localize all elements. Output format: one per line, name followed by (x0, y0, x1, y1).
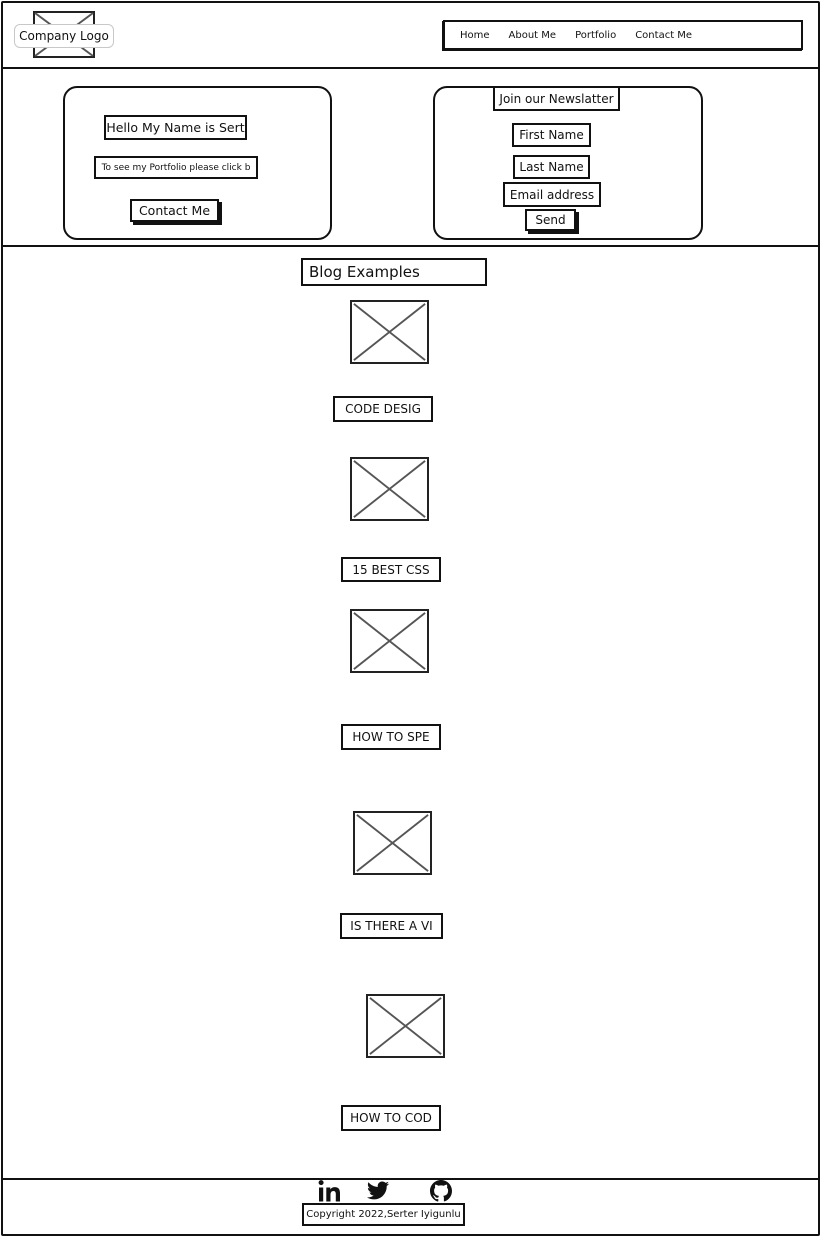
header-divider (1, 67, 820, 69)
image-placeholder-icon (369, 997, 442, 1055)
intro-panel (63, 86, 332, 240)
blog-post-image[interactable] (350, 300, 429, 364)
send-button[interactable]: Send (525, 209, 576, 231)
main-nav: Home About Me Portfolio Contact Me (443, 20, 803, 50)
linkedin-icon[interactable] (317, 1179, 343, 1203)
blog-post-title[interactable]: CODE DESIG (333, 396, 433, 422)
contact-me-button[interactable]: Contact Me (130, 199, 219, 222)
nav-home[interactable]: Home (460, 29, 490, 41)
twitter-icon[interactable] (365, 1179, 391, 1203)
blog-post-title[interactable]: HOW TO SPE (341, 724, 441, 750)
last-name-field[interactable]: Last Name (513, 155, 590, 179)
blog-post-image[interactable] (366, 994, 445, 1058)
company-logo-label: Company Logo (14, 24, 114, 48)
newsletter-title: Join our Newslatter (493, 86, 620, 111)
first-name-field[interactable]: First Name (512, 123, 591, 147)
copyright-text: Copyright 2022,Serter Iyigunlu (302, 1203, 465, 1226)
blog-post-image[interactable] (350, 609, 429, 673)
intro-greeting: Hello My Name is Sert (104, 115, 247, 140)
nav-contact-me[interactable]: Contact Me (635, 29, 693, 41)
footer-divider (1, 1178, 820, 1180)
nav-about-me[interactable]: About Me (508, 29, 557, 41)
portfolio-text: To see my Portfolio please click b (94, 156, 258, 179)
blog-post-title[interactable]: HOW TO COD (341, 1105, 441, 1131)
github-icon[interactable] (428, 1179, 454, 1203)
blog-post-title[interactable]: 15 BEST CSS (341, 557, 441, 582)
hero-divider (1, 245, 820, 247)
blog-post-image[interactable] (353, 811, 432, 875)
image-placeholder-icon (353, 303, 426, 361)
blog-post-title[interactable]: IS THERE A VI (340, 913, 443, 939)
image-placeholder-icon (353, 460, 426, 518)
blog-post-image[interactable] (350, 457, 429, 521)
blog-heading: Blog Examples (301, 258, 487, 286)
nav-portfolio[interactable]: Portfolio (575, 29, 617, 41)
image-placeholder-icon (356, 814, 429, 872)
email-field[interactable]: Email address (503, 182, 601, 207)
image-placeholder-icon (353, 612, 426, 670)
